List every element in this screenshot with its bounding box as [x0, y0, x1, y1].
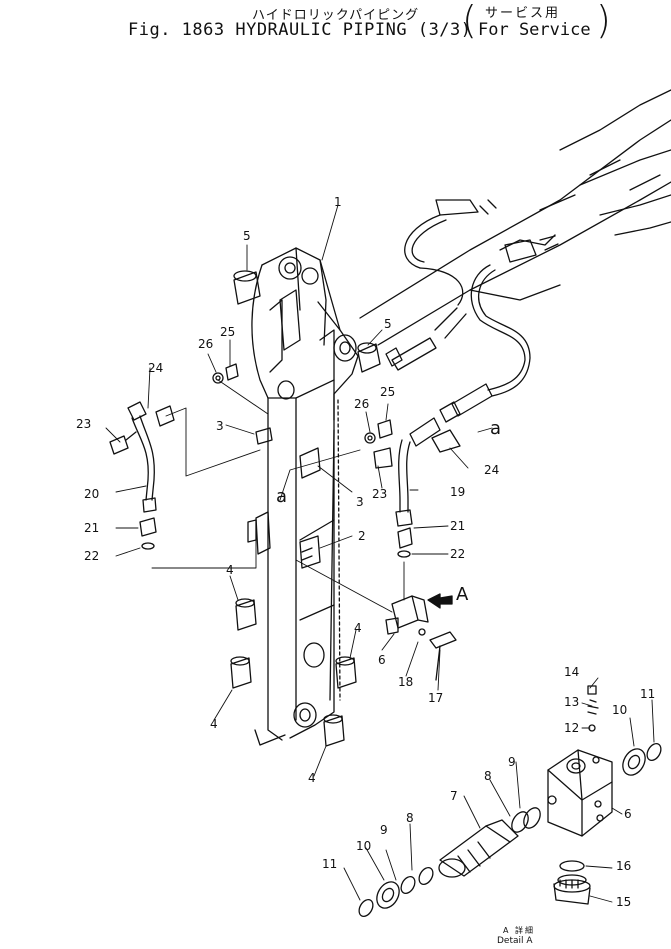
hose-fittings-left [385, 337, 493, 423]
part-label: 5 [384, 317, 392, 331]
part-label: 15 [616, 895, 632, 909]
part-label: 20 [84, 487, 100, 501]
part-label: 4 [354, 621, 362, 635]
view-a-label: A [456, 584, 469, 605]
valve-block-small [385, 595, 457, 681]
detail-caption-japanese: A 詳細 [503, 926, 536, 935]
part-label: 22 [450, 547, 466, 561]
part-label: 4 [210, 717, 218, 731]
boom-structure [359, 89, 671, 346]
part-label: 1 [334, 195, 342, 209]
service-label: For Service [478, 20, 591, 40]
detail-a-spool [438, 819, 519, 878]
detail-a-plug [553, 860, 591, 905]
bushings-4 [230, 598, 357, 747]
detail-leaders [343, 677, 655, 903]
reference-mark-a: a [490, 418, 502, 439]
part-label: 25 [380, 385, 396, 399]
fittings-right [397, 527, 413, 558]
open-paren: ( [462, 0, 477, 42]
part-label: 19 [450, 485, 466, 499]
part-label: 8 [406, 811, 414, 825]
pipe-20 [109, 401, 175, 513]
bushings-5 [233, 270, 381, 373]
pipe-19 [373, 417, 461, 527]
part-label: 8 [484, 769, 492, 783]
part-label: 18 [398, 675, 414, 689]
part-label: 6 [378, 653, 386, 667]
part-label: 24 [148, 361, 164, 375]
fittings-left [139, 517, 157, 550]
part-label: 12 [564, 721, 580, 735]
leader-lines [105, 204, 493, 777]
part-label: 21 [84, 521, 100, 535]
boom-hoses [404, 199, 559, 397]
part-label: 13 [564, 695, 580, 709]
detail-a-valve-body [547, 749, 613, 837]
diagram-header: ハイドロリックパイピング Fig. 1863 HYDRAULIC PIPING … [0, 0, 671, 48]
part-label: 10 [612, 703, 628, 717]
part-label: 2 [358, 529, 366, 543]
part-label: 7 [450, 789, 458, 803]
part-label: 6 [624, 807, 632, 821]
part-label: 17 [428, 691, 444, 705]
part-label: 14 [564, 665, 580, 679]
detail-a-rings [358, 742, 662, 918]
part-label: 11 [640, 687, 656, 701]
clip-brackets [247, 427, 321, 569]
part-label: 21 [450, 519, 466, 533]
nuts-left [212, 363, 393, 444]
part-label: 16 [616, 859, 632, 873]
service-label-japanese: サービス用 [485, 6, 561, 21]
part-label: 10 [356, 839, 372, 853]
part-label: 11 [322, 857, 338, 871]
close-paren: ) [596, 0, 611, 42]
arm-body [251, 247, 359, 746]
part-label: 22 [84, 549, 100, 563]
view-arrow [427, 593, 453, 609]
figure-title: Fig. 1863 HYDRAULIC PIPING (3/3) [128, 20, 472, 40]
part-label: 26 [198, 337, 214, 351]
detail-caption: Detail A [497, 936, 533, 946]
part-label: 4 [226, 563, 234, 577]
title-japanese: ハイドロリックパイピング [252, 8, 420, 23]
reference-mark-a: a [276, 486, 288, 507]
part-label: 26 [354, 397, 370, 411]
part-label: 23 [76, 417, 92, 431]
part-label: 23 [372, 487, 388, 501]
part-label: 3 [216, 419, 224, 433]
part-label: 3 [356, 495, 364, 509]
detail-a-spring-parts [587, 685, 599, 732]
part-label: 9 [380, 823, 388, 837]
part-label: 9 [508, 755, 516, 769]
part-label: 25 [220, 325, 236, 339]
part-label: 5 [243, 229, 251, 243]
part-label: 4 [308, 771, 316, 785]
part-label: 24 [484, 463, 500, 477]
